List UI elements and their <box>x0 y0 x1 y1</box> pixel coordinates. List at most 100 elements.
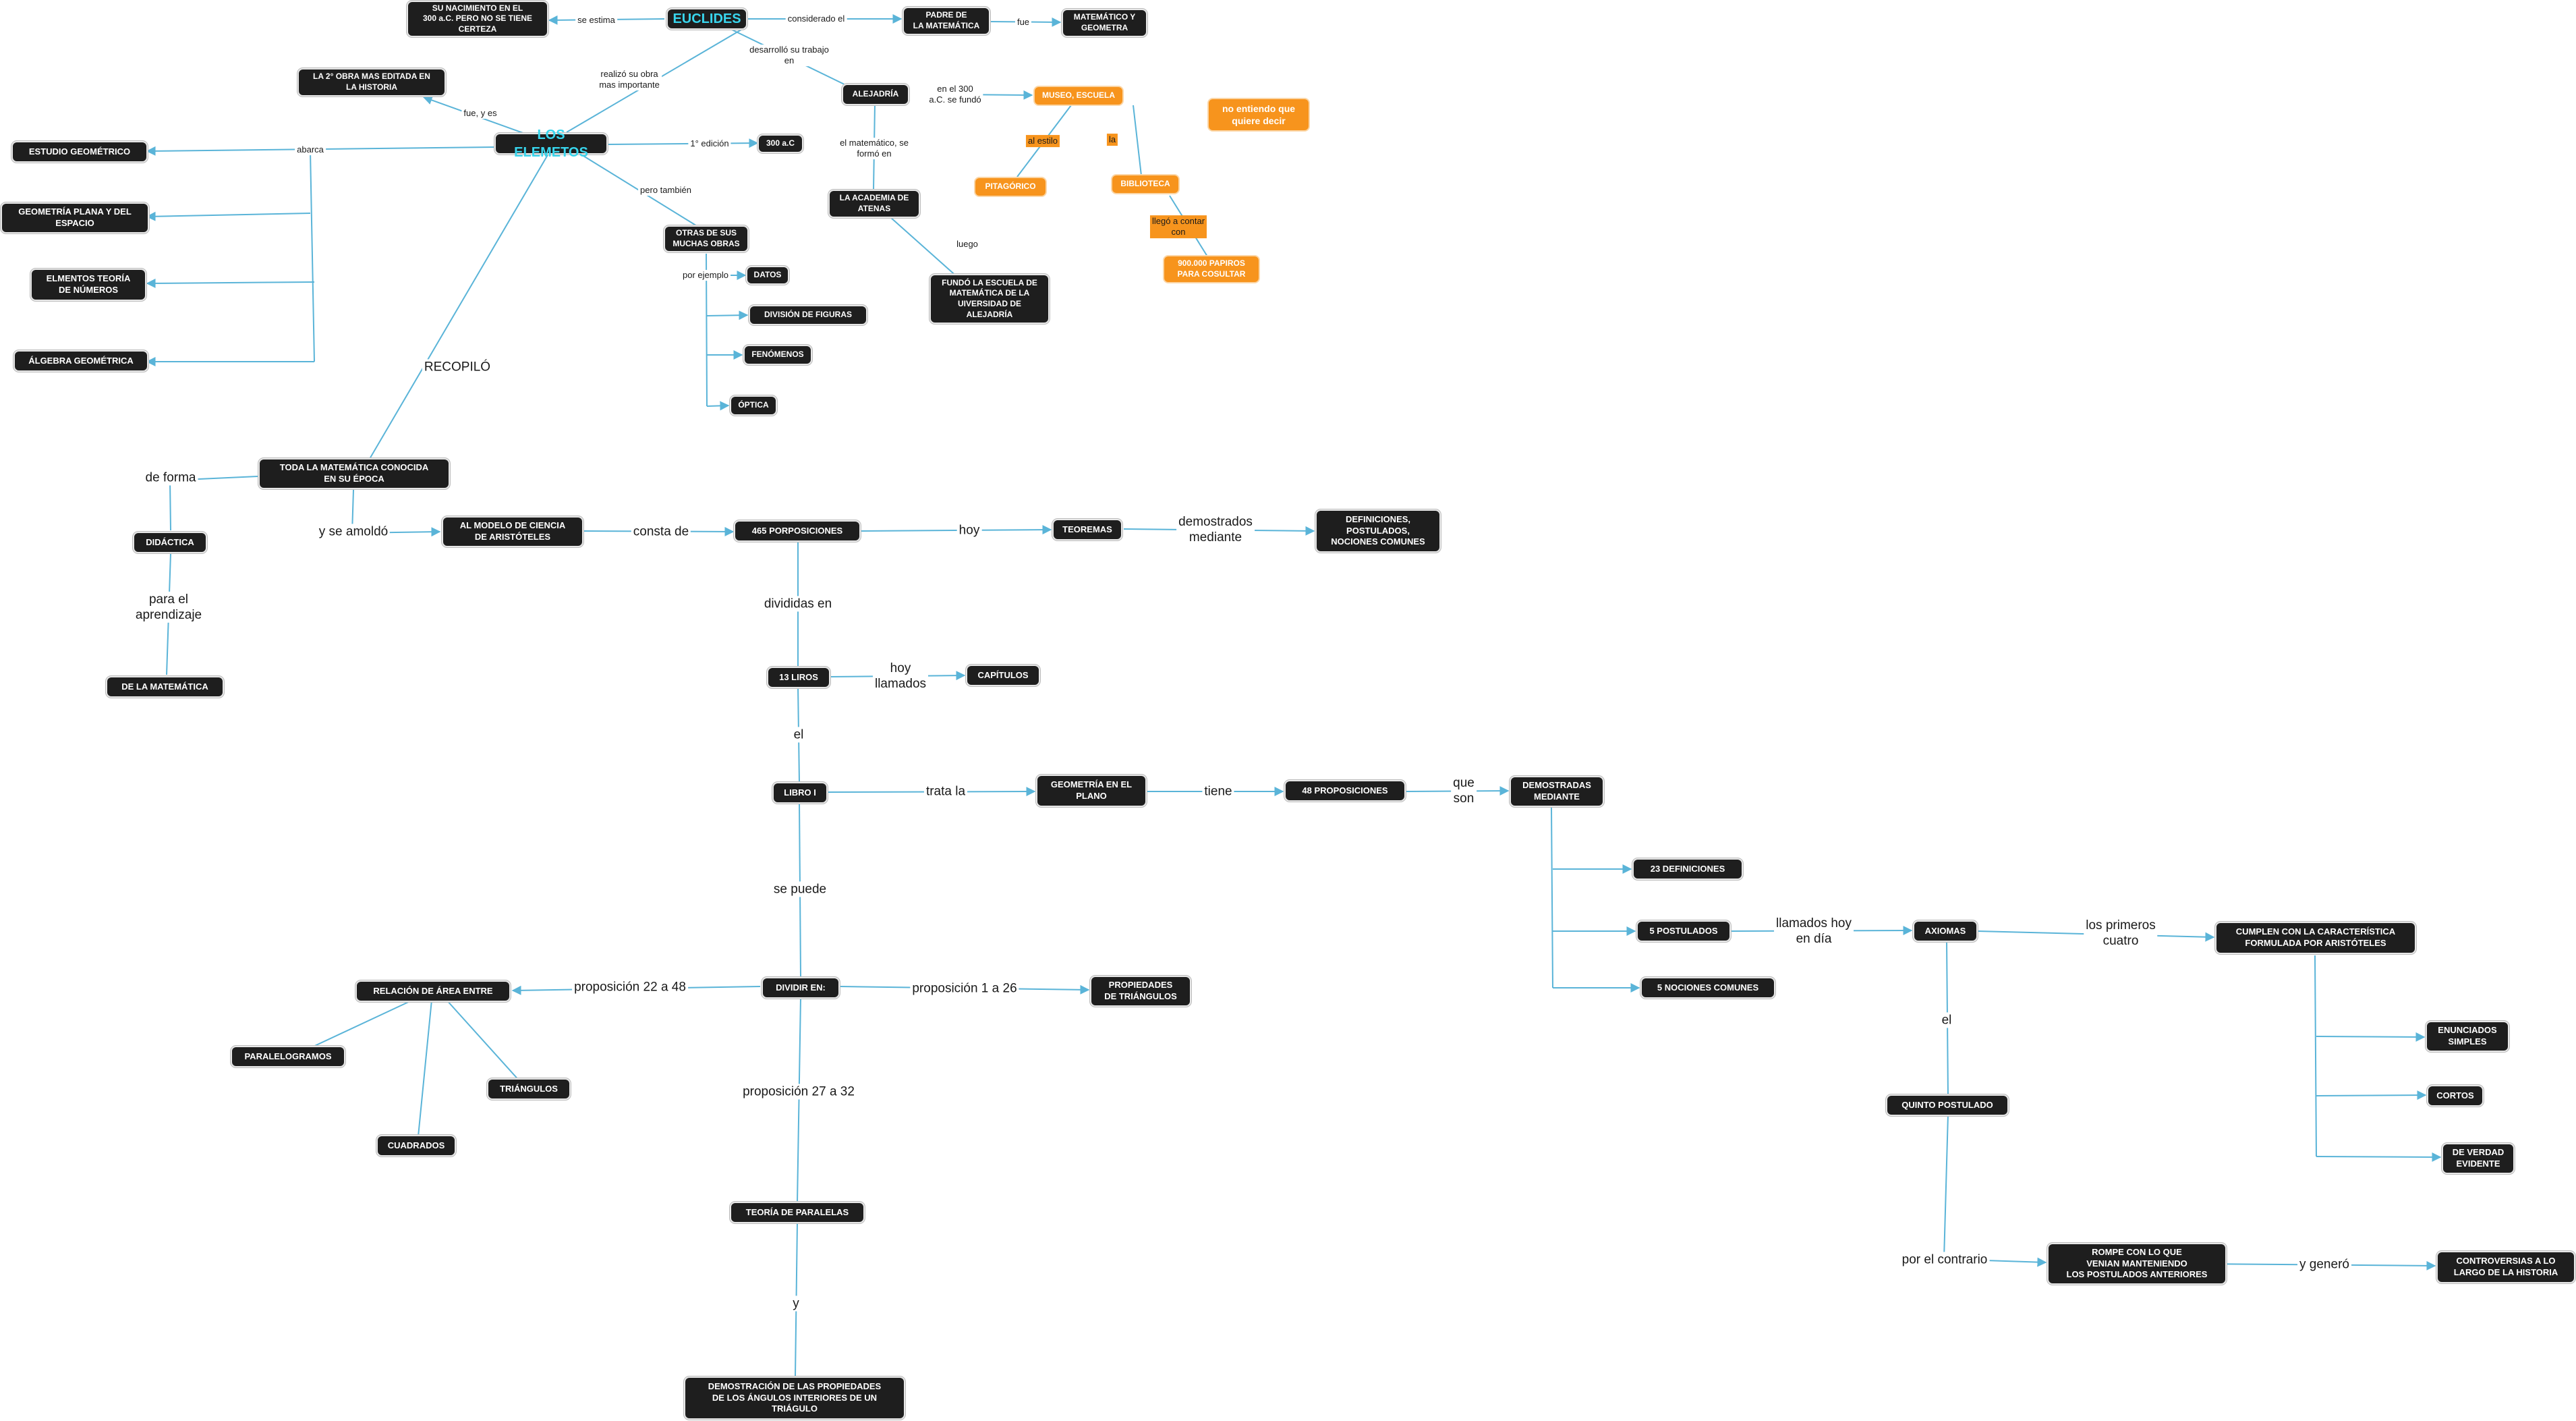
node-museo[interactable]: MUSEO, ESCUELA <box>1033 86 1124 106</box>
node-controversias[interactable]: CONTROVERSIAS A LO LARGO DE LA HISTORIA <box>2436 1251 2575 1283</box>
node-demostracion[interactable]: DEMOSTRACIÓN DE LAS PROPIEDADES DE LOS Á… <box>684 1376 905 1420</box>
label-primera-edicion: 1° edición <box>688 138 731 149</box>
node-toda-matematica[interactable]: TODA LA MATEMÁTICA CONOCIDA EN SU ÉPOCA <box>258 458 450 489</box>
node-libro-1[interactable]: LIBRO I <box>772 782 828 804</box>
link-triangulos <box>446 999 521 1083</box>
label-recopilo: RECOPILÓ <box>422 359 493 375</box>
node-fundo[interactable]: FUNDÓ LA ESCUELA DE MATEMÁTICA DE LA UIV… <box>929 274 1050 324</box>
label-primeros-cuatro: los primeros cuatro <box>2084 917 2158 949</box>
link-cuadrados <box>418 999 432 1137</box>
node-paralelogramos[interactable]: PARALELOGRAMOS <box>231 1046 345 1067</box>
node-alejandria[interactable]: ALEJADRÍA <box>842 84 909 105</box>
node-no-entiendo[interactable]: no entiendo que quiere decir <box>1207 98 1310 132</box>
node-pitagorico[interactable]: PITAGÓRICO <box>974 177 1047 197</box>
link-hoy <box>860 525 1052 535</box>
label-llego: llegó a contar con <box>1149 215 1207 238</box>
link-abarca-teoria <box>146 278 315 288</box>
node-modelo-aristoteles[interactable]: AL MODELO DE CIENCIA DE ARISTÓTELES <box>442 516 583 547</box>
label-el-matematico: el matemático, se formó en <box>838 138 911 159</box>
label-que-son: que son <box>1451 775 1477 807</box>
link-paralelogramos <box>308 999 413 1049</box>
node-papiros[interactable]: 900.000 PAPIROS PARA COSULTAR <box>1163 255 1260 283</box>
label-y-genero: y generó <box>2297 1256 2351 1273</box>
node-optica[interactable]: ÓPTICA <box>730 395 777 416</box>
label-por-contrario: por el contrario <box>1899 1252 1990 1268</box>
node-propiedades-triangulos[interactable]: PROPIEDADES DE TRIÁNGULOS <box>1090 976 1191 1007</box>
node-300-ac[interactable]: 300 a.C <box>757 134 803 153</box>
node-otras-obras[interactable]: OTRAS DE SUS MUCHAS OBRAS <box>664 225 749 252</box>
link-la <box>1133 105 1142 176</box>
node-48-proposiciones[interactable]: 48 PROPOSICIONES <box>1284 780 1406 802</box>
label-considerado: considerado el <box>785 13 847 24</box>
node-matematico-geometra[interactable]: MATEMÁTICO Y GEOMETRA <box>1062 9 1147 37</box>
node-nacimiento[interactable]: SU NACIMIENTO EN EL 300 a.C. PERO NO SE … <box>407 1 548 37</box>
node-teoria-paralelas[interactable]: TEORÍA DE PARALELAS <box>730 1202 865 1223</box>
node-465-proposiciones[interactable]: 465 PORPOSICIONES <box>734 520 861 542</box>
node-axiomas[interactable]: AXIOMAS <box>1913 920 1978 942</box>
node-teoria-numeros[interactable]: ELMENTOS TEORÍA DE NÚMEROS <box>30 269 146 301</box>
label-se-puede: se puede <box>771 881 829 897</box>
node-estudio-geometrico[interactable]: ESTUDIO GEOMÉTRICO <box>11 141 148 163</box>
node-triangulos[interactable]: TRIÁNGULOS <box>487 1078 571 1100</box>
label-al-estilo: al estilo <box>1025 135 1060 147</box>
node-padre[interactable]: PADRE DE LA MATEMÁTICA <box>903 7 990 35</box>
node-relacion-area[interactable]: RELACIÓN DE ÁREA ENTRE <box>355 980 511 1002</box>
label-de-forma: de forma <box>143 470 198 486</box>
label-para-aprendizaje: para el aprendizaje <box>133 591 204 623</box>
node-demostradas[interactable]: DEMOSTRADAS MEDIANTE <box>1510 776 1604 807</box>
node-rompe[interactable]: ROMPE CON LO QUE VENIAN MANTENIENDO LOS … <box>2047 1243 2227 1285</box>
node-definiciones[interactable]: DEFINICIONES, POSTULADOS, NOCIONES COMUN… <box>1315 509 1441 553</box>
link-luego <box>890 217 959 279</box>
label-divididas: divididas en <box>762 596 834 612</box>
link-def-trunk <box>1551 806 1553 988</box>
node-verdad[interactable]: DE VERDAD EVIDENTE <box>2442 1143 2515 1174</box>
node-de-la-matematica[interactable]: DE LA MATEMÁTICA <box>106 676 224 698</box>
label-prop-1-26: proposición 1 a 26 <box>910 980 1019 997</box>
label-realizo: realizó su obra mas importante <box>597 69 662 90</box>
label-fue-y-es: fue, y es <box>461 108 499 119</box>
label-fue: fue <box>1014 17 1032 28</box>
link-cumplen-trunk <box>2314 955 2317 1157</box>
node-biblioteca[interactable]: BIBLIOTECA <box>1111 174 1180 194</box>
node-geometria-plana[interactable]: GEOMETRÍA PLANA Y DEL ESPACIO <box>1 202 149 233</box>
link-abarca-plana <box>146 211 311 221</box>
node-algebra[interactable]: ÁLGEBRA GEOMÉTRICA <box>13 350 148 372</box>
node-cortos[interactable]: CORTOS <box>2427 1085 2484 1107</box>
node-cuadrados[interactable]: CUADRADOS <box>376 1135 456 1157</box>
node-cumplen[interactable]: CUMPLEN CON LA CARACTERÍSTICA FORMULADA … <box>2215 922 2416 954</box>
label-consta-de: consta de <box>631 524 691 540</box>
label-llamados-dia: llamados hoy en día <box>1774 915 1854 947</box>
node-division-figuras[interactable]: DIVISIÓN DE FIGURAS <box>749 305 867 325</box>
link-cortos <box>2316 1090 2427 1100</box>
node-euclides[interactable]: EUCLIDES <box>666 8 747 30</box>
link-por-contrario <box>1943 1114 2047 1267</box>
label-prop-22-48: proposición 22 a 48 <box>572 979 688 995</box>
label-desarrollo: desarrolló su trabajo en <box>747 45 831 66</box>
node-5-nociones[interactable]: 5 NOCIONES COMUNES <box>1640 977 1775 999</box>
node-enunciados[interactable]: ENUNCIADOS SIMPLES <box>2426 1021 2509 1052</box>
node-13-liros[interactable]: 13 LIROS <box>767 667 830 688</box>
node-didactica[interactable]: DIDÁCTICA <box>133 532 207 553</box>
label-hoy: hoy <box>956 522 982 538</box>
node-segunda-obra[interactable]: LA 2° OBRA MAS EDITADA EN LA HISTORIA <box>297 68 446 96</box>
node-quinto-postulado[interactable]: QUINTO POSTULADO <box>1886 1094 2009 1116</box>
node-fenomenos[interactable]: FENÓMENOS <box>743 345 812 365</box>
node-capitulos[interactable]: CAPÍTULOS <box>966 665 1040 686</box>
link-abarca-trunk <box>310 150 315 362</box>
label-luego: luego <box>954 239 980 250</box>
label-hoy-llamados: hoy llamados <box>872 660 929 692</box>
node-dividir[interactable]: DIVIDIR EN: <box>762 977 840 999</box>
label-se-estima: se estima <box>575 15 617 26</box>
node-5-postulados[interactable]: 5 POSTULADOS <box>1636 920 1731 942</box>
node-23-definiciones[interactable]: 23 DEFINICIONES <box>1632 858 1743 880</box>
label-tiene: tiene <box>1202 783 1234 800</box>
link-primera-edicion <box>608 138 759 148</box>
label-abarca: abarca <box>295 144 326 155</box>
node-academia[interactable]: LA ACADEMIA DE ATENAS <box>828 190 920 218</box>
node-los-elemetos[interactable]: LOS ELEMETOS <box>494 128 608 160</box>
node-geometria-plano[interactable]: GEOMETRÍA EN EL PLANO <box>1036 775 1147 807</box>
node-datos[interactable]: DATOS <box>746 266 789 285</box>
label-y: y <box>791 1295 801 1312</box>
node-teoremas[interactable]: TEOREMAS <box>1052 519 1122 540</box>
